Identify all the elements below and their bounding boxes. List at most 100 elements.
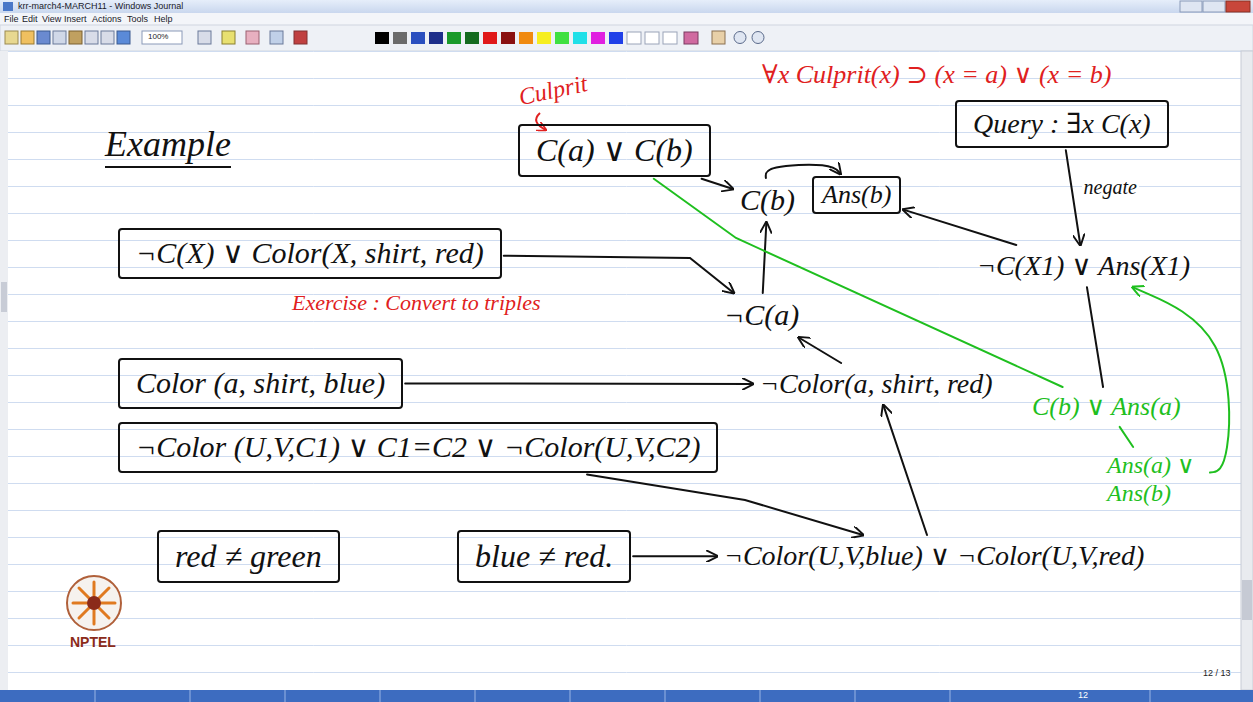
color-swatches <box>375 31 764 44</box>
swatch <box>501 32 515 44</box>
tool-icon <box>85 31 98 44</box>
swatch <box>483 32 497 44</box>
swatch <box>591 32 605 44</box>
clause-box: blue ≠ red. <box>457 530 631 583</box>
clause-text: ¬C(a) <box>724 298 799 333</box>
highlighter-icon <box>222 31 235 44</box>
pen-icon <box>198 31 211 44</box>
page-tab <box>1 282 7 312</box>
menu-bar <box>0 13 1253 25</box>
toolbar <box>0 25 1253 51</box>
clause-box: Color (a, shirt, blue) <box>118 358 403 409</box>
note-label: 12 <box>1078 690 1088 700</box>
color-picker-icon <box>684 32 698 44</box>
note-label: Help <box>154 14 173 24</box>
clause-text: red ≠ green <box>175 538 322 575</box>
swatch <box>429 32 443 44</box>
zoom-icon <box>752 32 764 44</box>
note-label: ∀x Culprit(x) ⊃ (x = a) ∨ (x = b) <box>762 60 1111 90</box>
derived-clause: ¬C(a) <box>722 298 801 333</box>
swatch <box>609 32 623 44</box>
swatch <box>519 32 533 44</box>
resolution-arrow <box>883 405 927 535</box>
swatch <box>663 32 677 44</box>
resolution-arrow <box>1087 287 1103 387</box>
nptel-logo <box>67 576 121 630</box>
close-button <box>1226 1 1250 12</box>
status-dividers <box>95 690 1150 702</box>
select-icon <box>270 31 283 44</box>
clause-box: ¬Color (U,V,C1) ∨ C1=C2 ∨ ¬Color(U,V,C2) <box>118 422 718 473</box>
clause-box: Ans(b) <box>812 176 901 214</box>
resolution-arrow <box>654 179 1063 387</box>
derived-clause: C(b) ∨ Ans(a) <box>1030 392 1183 422</box>
swatch <box>447 32 461 44</box>
swatch <box>411 32 425 44</box>
swatch <box>537 32 551 44</box>
flag-icon <box>294 31 307 44</box>
note-label: File <box>4 14 19 24</box>
note-label: View <box>42 14 61 24</box>
clause-text: Ans(b) <box>822 180 891 210</box>
resolution-arrow <box>633 555 717 557</box>
clause-text: C(b) <box>740 183 795 218</box>
tool-icon <box>69 31 82 44</box>
tool-icon <box>117 31 130 44</box>
edge-label: negate <box>1082 176 1139 199</box>
zoom-box <box>142 31 182 44</box>
logo-star <box>73 582 115 624</box>
note-label: Tools <box>127 14 148 24</box>
tool-icon <box>37 31 50 44</box>
tool-icon <box>21 31 34 44</box>
clause-box: red ≠ green <box>157 530 340 583</box>
eraser-icon <box>246 31 259 44</box>
clause-text: ¬Color(a, shirt, red) <box>760 368 993 400</box>
resolution-arrow <box>1120 427 1133 447</box>
resolution-arrow <box>702 179 733 189</box>
zoom-icon <box>734 32 746 44</box>
swatch <box>555 32 569 44</box>
note-label: Actions <box>92 14 122 24</box>
paper <box>0 51 1241 690</box>
clause-text: C(a) ∨ C(b) <box>536 132 693 169</box>
clause-text: Color (a, shirt, blue) <box>136 366 385 401</box>
logo-center <box>87 596 101 610</box>
scrollbar <box>1241 51 1253 690</box>
resolution-arrow <box>763 223 767 294</box>
clause-text: C(b) ∨ Ans(a) <box>1032 392 1181 422</box>
clause-text: Ans(a) ∨ Ans(b) <box>1107 452 1203 507</box>
note-label: Edit <box>22 14 38 24</box>
swatch <box>375 32 389 44</box>
clause-text: blue ≠ red. <box>475 538 613 575</box>
note-label: 100% <box>148 32 168 41</box>
hand-icon <box>712 31 725 44</box>
connectors <box>405 150 1229 556</box>
page-title: Example <box>105 124 231 168</box>
note-label: Exercise : Convert to triples <box>292 290 540 315</box>
resolution-arrow <box>504 256 734 293</box>
derived-clause: ¬Color(a, shirt, red) <box>758 368 995 400</box>
resolution-arrow <box>799 338 841 364</box>
resolution-arrow <box>1133 287 1230 472</box>
clause-box: C(a) ∨ C(b) <box>518 124 711 177</box>
toolbar-icons <box>5 31 307 44</box>
note-label: NPTEL <box>70 634 116 650</box>
title-bar <box>0 0 1253 13</box>
clause-box: Query : ∃x C(x) <box>955 100 1169 148</box>
clause-text: ¬Color (U,V,C1) ∨ C1=C2 ∨ ¬Color(U,V,C2) <box>136 430 700 465</box>
swatch <box>393 32 407 44</box>
derived-clause: C(b) <box>738 183 797 218</box>
minimize-button <box>1180 1 1202 12</box>
resolution-arrow <box>405 382 753 384</box>
swatch <box>645 32 659 44</box>
resolution-arrow <box>903 210 1016 245</box>
tool-icon <box>53 31 66 44</box>
note-label: 12 / 13 <box>1203 668 1231 678</box>
clause-text: ¬C(X1) ∨ Ans(X1) <box>977 250 1190 282</box>
left-margin-strip <box>0 51 8 690</box>
note-label: krr-march4-MARCH11 - Windows Journal <box>18 1 183 11</box>
maximize-button <box>1203 1 1225 12</box>
